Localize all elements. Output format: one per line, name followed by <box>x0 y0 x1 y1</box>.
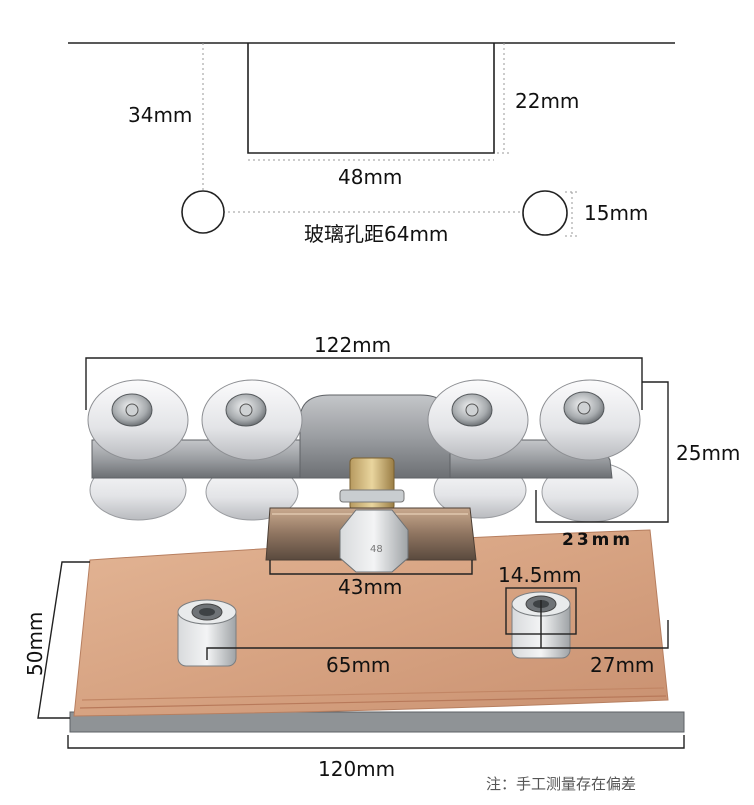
overall-length-label: 122mm <box>314 333 391 357</box>
schematic-drawing: 34mm 22mm 48mm 15mm 玻璃孔距64mm <box>68 42 675 246</box>
footnote: 注：手工测量存在偏差 <box>486 775 636 793</box>
slot-width-label: 48mm <box>338 165 402 189</box>
glass-hole-right <box>522 190 568 236</box>
upper-wheels <box>87 379 641 461</box>
nut-offset-label: 27mm <box>590 653 654 677</box>
wheel-2 <box>201 379 303 461</box>
threaded-insert-left <box>177 599 237 667</box>
wheel-assembly-height-label: 25mm <box>676 441 740 465</box>
slot-outline <box>247 43 495 154</box>
wheel-1 <box>87 379 189 461</box>
hole-spacing-label: 玻璃孔距64mm <box>304 222 448 246</box>
wheel-3 <box>427 379 529 461</box>
dashed-guides <box>202 43 580 237</box>
clamp-length-label: 43mm <box>338 575 402 599</box>
wheel-4 <box>539 379 641 461</box>
steel-base-plate <box>69 711 685 733</box>
glass-hole-left <box>181 190 225 234</box>
height-label: 34mm <box>128 103 192 127</box>
hole-diameter-label: 15mm <box>584 201 648 225</box>
plate-height-label: 50mm <box>23 612 47 676</box>
slot-depth-label: 22mm <box>515 89 579 113</box>
plate-length-label: 120mm <box>318 757 395 781</box>
clamp-nut <box>339 509 409 573</box>
dimension-lines <box>37 357 685 749</box>
roller-hardware: 48 <box>69 379 685 733</box>
svg-text:48: 48 <box>370 544 383 555</box>
wheel-width-label: 23mm <box>562 530 633 550</box>
nut-spacing-label: 65mm <box>326 653 390 677</box>
nut-diameter-label: 14.5mm <box>498 563 582 587</box>
